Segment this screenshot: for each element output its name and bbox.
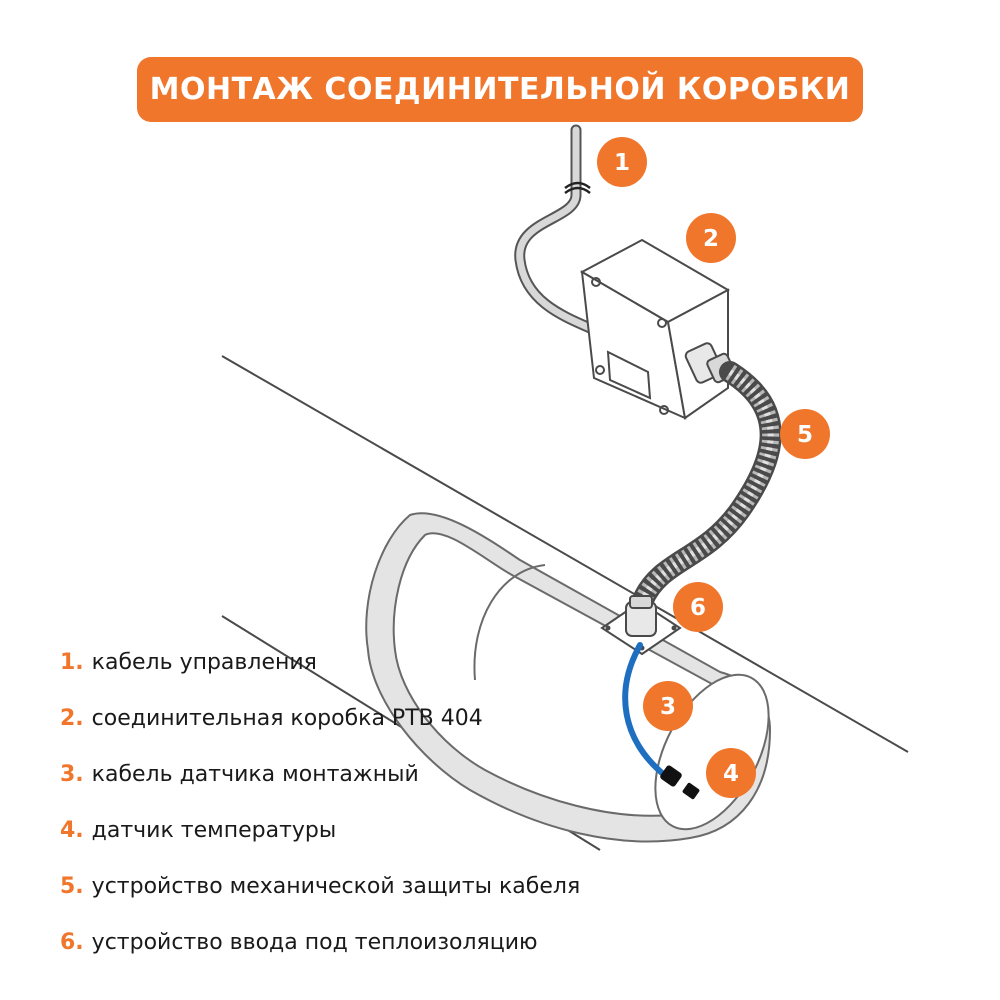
legend-item: 6. устройство ввода под теплоизоляцию [60, 930, 538, 955]
legend-text: кабель управления [91, 650, 317, 675]
legend-number: 3. [60, 762, 84, 787]
badge-2-label: 2 [703, 226, 719, 252]
insulation-entry-device [600, 595, 682, 656]
legend-text: устройство механической защиты кабеля [91, 874, 581, 899]
legend-item: 3. кабель датчика монтажный [60, 762, 419, 787]
legend-number: 6. [60, 930, 84, 955]
sensor-cable [622, 642, 671, 781]
badge-2: 2 [686, 213, 736, 263]
badge-3-label: 3 [660, 694, 676, 720]
legend-item: 1. кабель управления [60, 650, 317, 675]
badge-1-label: 1 [614, 150, 630, 176]
temperature-sensor [660, 765, 682, 787]
legend-item: 4. датчик температуры [60, 818, 336, 843]
badge-4: 4 [706, 748, 756, 798]
legend-number: 4. [60, 818, 84, 843]
badge-3: 3 [643, 681, 693, 731]
legend-item: 2. соединительная коробка РТВ 404 [60, 706, 483, 731]
badge-6-label: 6 [690, 595, 706, 621]
junction-box [579, 238, 731, 420]
badge-6: 6 [673, 582, 723, 632]
legend-number: 1. [60, 650, 84, 675]
pipe-top-edge [221, 355, 909, 753]
badge-1: 1 [597, 137, 647, 187]
legend-item: 5. устройство механической защиты кабеля [60, 874, 580, 899]
page-title: МОНТАЖ СОЕДИНИТЕЛЬНОЙ КОРОБКИ [149, 72, 851, 107]
badge-5-label: 5 [797, 422, 813, 448]
badge-5: 5 [780, 409, 830, 459]
legend-number: 2. [60, 706, 84, 731]
legend-number: 5. [60, 874, 84, 899]
legend-text: кабель датчика монтажный [91, 762, 419, 787]
legend-text: датчик температуры [91, 818, 337, 843]
legend-text: устройство ввода под теплоизоляцию [91, 930, 538, 955]
title-banner: МОНТАЖ СОЕДИНИТЕЛЬНОЙ КОРОБКИ [137, 57, 863, 122]
badge-4-label: 4 [723, 761, 739, 787]
cable-tie [564, 181, 591, 195]
legend-text: соединительная коробка РТВ 404 [91, 706, 483, 731]
